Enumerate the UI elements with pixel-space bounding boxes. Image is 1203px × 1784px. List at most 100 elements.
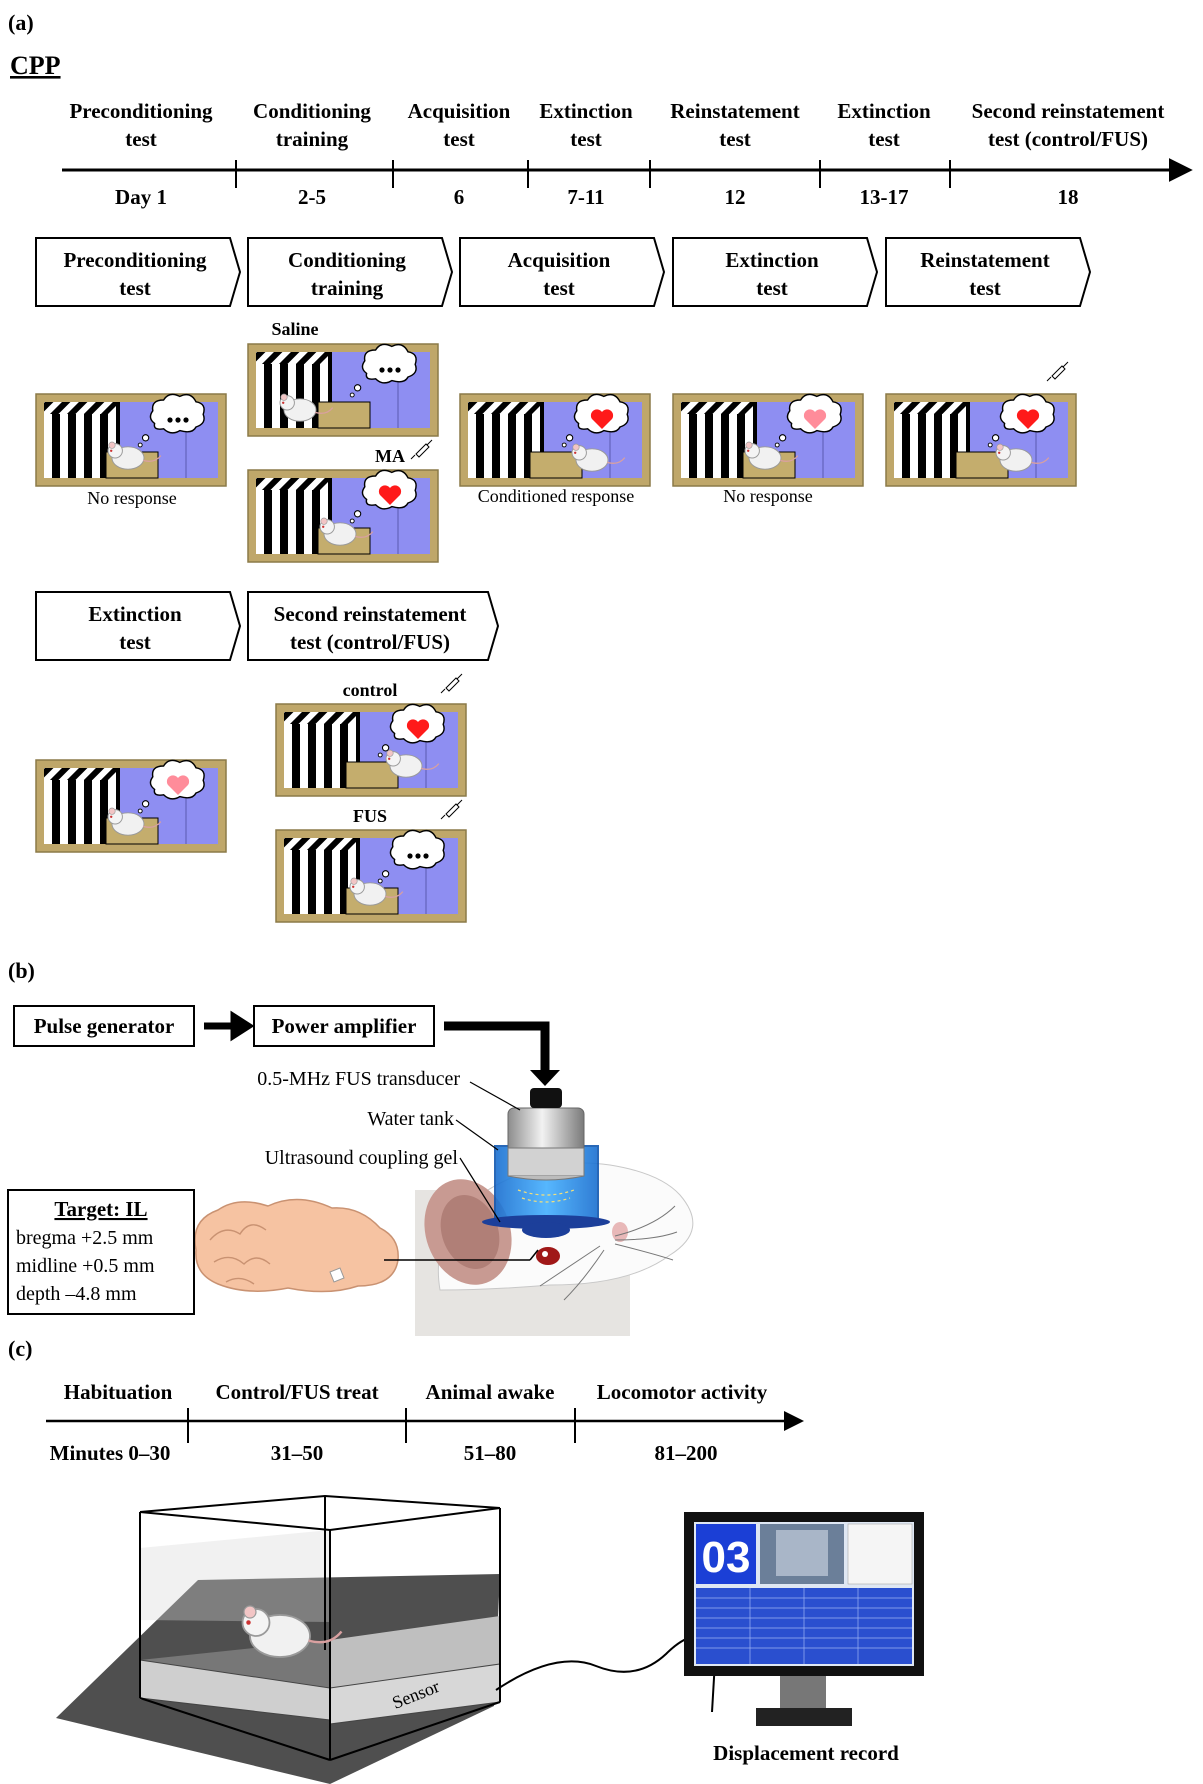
- power-amplifier-label: Power amplifier: [272, 1014, 417, 1038]
- chamber-reinstatement: [885, 361, 1077, 487]
- cpp-step-row-1: Preconditioning test Conditioning training A…: [35, 237, 1092, 307]
- transducer-label: 0.5-MHz FUS transducer: [257, 1068, 460, 1090]
- power-amplifier-box: [253, 1005, 435, 1047]
- no-response-label-2: No response: [723, 486, 812, 506]
- open-field-apparatus: [56, 1494, 718, 1784]
- arrow-icon: [204, 1010, 255, 1042]
- heart-icon: [166, 775, 190, 795]
- step-label-line1: Extinction: [88, 602, 182, 626]
- panel-c-label: (c): [8, 1336, 32, 1361]
- control-label: control: [343, 680, 398, 700]
- target-box: [7, 1189, 195, 1315]
- step-label-line1: Preconditioning: [63, 248, 207, 272]
- locomotor-minutes: Minutes 0–30: [50, 1441, 171, 1465]
- heart-icon: [590, 409, 614, 429]
- ma-label: MA: [375, 446, 405, 466]
- brain-illustration: [194, 1198, 539, 1293]
- step-label-line2: test: [969, 276, 1000, 300]
- syringe-icon: [410, 439, 433, 460]
- timeline-stage-line2: test: [868, 127, 899, 151]
- step-label-line1: Conditioning: [288, 248, 406, 272]
- step-box: Second reinstatement test (control/FUS): [247, 591, 500, 661]
- chamber-control: [275, 673, 467, 797]
- timeline-day: 7-11: [567, 185, 604, 209]
- timeline-day: 6: [454, 185, 465, 209]
- timeline-day: 13-17: [860, 185, 909, 209]
- timeline-stage-line1: Conditioning: [253, 99, 371, 123]
- signal-cable: [444, 1021, 550, 1072]
- chamber-extinction-2: [35, 759, 227, 853]
- heart-icon: [378, 485, 402, 505]
- locomotor-stage: Locomotor activity: [597, 1380, 768, 1404]
- timeline-stage-line1: Acquisition: [408, 99, 511, 123]
- timeline-stage-line1: Preconditioning: [69, 99, 213, 123]
- no-response-label-1: No response: [87, 488, 176, 508]
- step-box: Conditioning training: [247, 237, 454, 307]
- water-tank-label: Water tank: [367, 1108, 454, 1130]
- timeline-day: Day 1: [115, 185, 167, 209]
- pulse-generator-box: [13, 1005, 195, 1047]
- gel-label: Ultrasound coupling gel: [265, 1147, 459, 1169]
- locomotor-minutes: 31–50: [271, 1441, 324, 1465]
- timeline-stage-line1: Extinction: [539, 99, 633, 123]
- target-title: Target: IL: [54, 1197, 147, 1221]
- heart-icon: [1016, 409, 1040, 429]
- step-box: Extinction test: [672, 237, 879, 307]
- target-depth: depth –4.8 mm: [16, 1283, 137, 1305]
- step-label-line1: Second reinstatement: [274, 602, 467, 626]
- displacement-label: Displacement record: [713, 1741, 899, 1765]
- step-box: Reinstatement test: [885, 237, 1092, 307]
- step-label-line2: test (control/FUS): [290, 630, 450, 654]
- chamber-fus: [275, 799, 467, 923]
- locomotor-stage: Animal awake: [426, 1380, 555, 1404]
- chamber-acquisition: [459, 393, 651, 487]
- timeline-day: 2-5: [298, 185, 326, 209]
- timeline-stage-line2: test: [570, 127, 601, 151]
- saline-label: Saline: [271, 319, 318, 339]
- panel-a-label: (a): [8, 10, 34, 35]
- monitor-illustration: 03: [684, 1512, 924, 1726]
- step-label-line2: test: [119, 630, 150, 654]
- step-label-line1: Acquisition: [508, 248, 611, 272]
- timeline-day: 12: [725, 185, 746, 209]
- locomotor-minutes: 81–200: [655, 1441, 718, 1465]
- step-label-line1: Reinstatement: [920, 248, 1049, 272]
- cpp-title: CPP: [10, 51, 61, 80]
- timeline-stage-line2: test: [125, 127, 156, 151]
- timeline-stage-line2: test: [443, 127, 474, 151]
- step-box: Acquisition test: [459, 237, 666, 307]
- locomotor-stage: Control/FUS treat: [215, 1380, 378, 1404]
- fus-transducer-assembly: [455, 1081, 610, 1238]
- timeline-stage-line1: Second reinstatement: [972, 99, 1165, 123]
- chamber-preconditioning: [35, 393, 227, 487]
- monitor-number: 03: [702, 1533, 751, 1582]
- syringe-icon: [1046, 361, 1069, 382]
- step-box: Preconditioning test: [35, 237, 242, 307]
- cpp-step-row-2: Extinction test Second reinstatement test (…: [35, 591, 500, 661]
- chamber-saline: [247, 343, 439, 437]
- timeline-stage-line1: Extinction: [837, 99, 931, 123]
- chamber-extinction: [672, 393, 864, 487]
- heart-icon: [406, 719, 430, 739]
- target-midline: midline +0.5 mm: [16, 1255, 155, 1277]
- step-label-line2: test: [756, 276, 787, 300]
- timeline-stage-line2: training: [276, 127, 349, 151]
- signal-arrow-icon: [530, 1070, 560, 1086]
- locomotor-minutes: 51–80: [464, 1441, 517, 1465]
- cpp-chambers: [35, 343, 1077, 923]
- step-label-line2: test: [543, 276, 574, 300]
- target-bregma: bregma +2.5 mm: [16, 1227, 154, 1249]
- panel-b-label: (b): [8, 958, 35, 983]
- pulse-generator-label: Pulse generator: [34, 1014, 175, 1038]
- timeline-day: 18: [1058, 185, 1079, 209]
- conditioned-response-label: Conditioned response: [478, 486, 634, 506]
- step-box: Extinction test: [35, 591, 242, 661]
- syringe-icon: [440, 799, 463, 820]
- fus-label: FUS: [353, 806, 387, 826]
- step-label-line2: test: [119, 276, 150, 300]
- step-label-line2: training: [311, 276, 384, 300]
- step-label-line1: Extinction: [725, 248, 819, 272]
